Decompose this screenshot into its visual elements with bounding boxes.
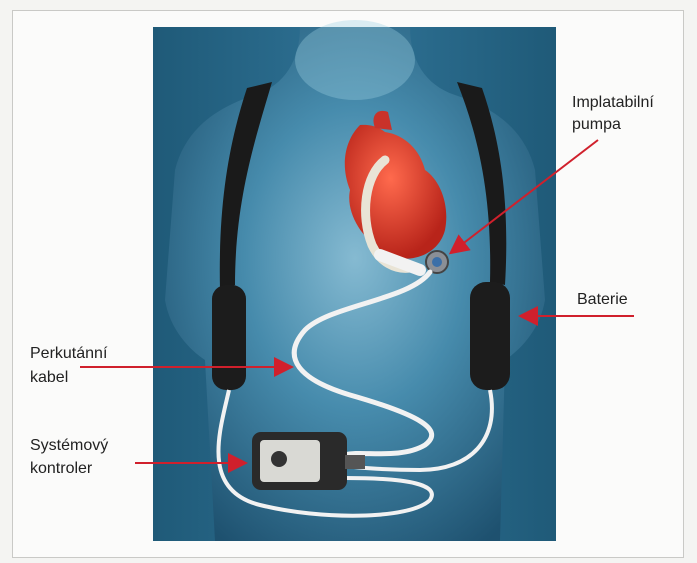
cable-label-line1: Perkutánní bbox=[30, 344, 107, 364]
cable-label-line2: kabel bbox=[30, 368, 68, 388]
controller-label-line1: Systémový bbox=[30, 436, 108, 456]
pump-label-line2: pumpa bbox=[572, 115, 621, 135]
controller-label-line2: kontroler bbox=[30, 459, 92, 479]
controller-button bbox=[271, 451, 287, 467]
pump-ring bbox=[432, 257, 442, 267]
right-battery bbox=[470, 282, 510, 390]
controller-connector bbox=[345, 455, 365, 469]
pump-label-line1: Implatabilní bbox=[572, 93, 654, 113]
battery-label: Baterie bbox=[577, 290, 628, 310]
left-battery bbox=[212, 285, 246, 390]
neck-glow bbox=[295, 20, 415, 100]
controller-panel bbox=[260, 440, 320, 482]
